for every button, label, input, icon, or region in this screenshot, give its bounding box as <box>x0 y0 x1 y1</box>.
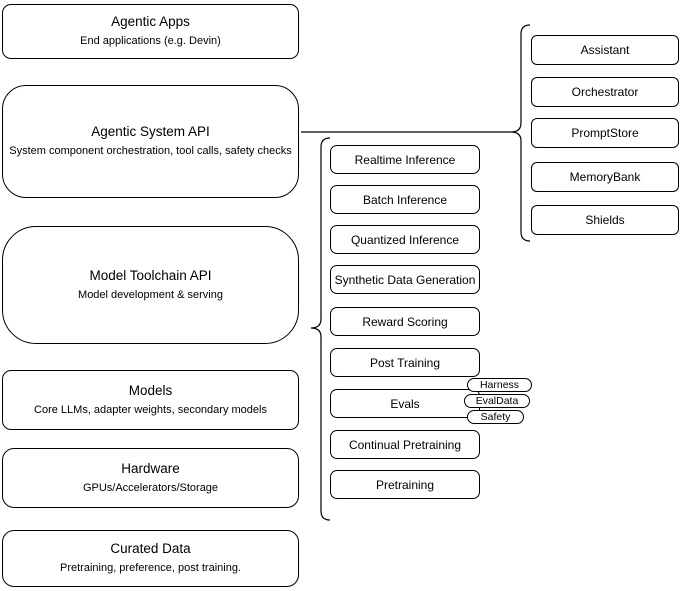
node-subtitle: Pretraining, preference, post training. <box>60 562 241 575</box>
node-continual-pretraining: Continual Pretraining <box>330 430 480 459</box>
node-memorybank: MemoryBank <box>531 162 679 192</box>
tag-evaldata: EvalData <box>464 394 530 408</box>
node-shields: Shields <box>531 205 679 235</box>
node-model-toolchain-api: Model Toolchain API Model development & … <box>2 226 299 344</box>
node-label: Synthetic Data Generation <box>334 272 476 287</box>
node-agentic-system-api: Agentic System API System component orch… <box>2 85 299 198</box>
node-title: Agentic Apps <box>111 14 190 30</box>
node-label: MemoryBank <box>569 170 641 184</box>
tag-label: EvalData <box>475 395 519 407</box>
node-batch-inference: Batch Inference <box>330 185 480 214</box>
node-orchestrator: Orchestrator <box>531 77 679 107</box>
node-pretraining: Pretraining <box>330 470 480 499</box>
node-assistant: Assistant <box>531 35 679 65</box>
node-title: Agentic System API <box>91 124 210 140</box>
node-models: Models Core LLMs, adapter weights, secon… <box>2 370 299 430</box>
node-label: Shields <box>585 213 625 227</box>
node-label: Pretraining <box>375 477 435 492</box>
node-subtitle: End applications (e.g. Devin) <box>80 35 221 48</box>
node-label: PromptStore <box>571 126 639 140</box>
tag-label: Harness <box>479 379 520 391</box>
node-curated-data: Curated Data Pretraining, preference, po… <box>2 530 299 587</box>
node-label: Realtime Inference <box>354 152 456 167</box>
tag-label: Safety <box>480 411 511 423</box>
node-title: Hardware <box>121 460 180 476</box>
node-post-training: Post Training <box>330 348 480 377</box>
node-synthetic-data-generation: Synthetic Data Generation <box>330 265 480 294</box>
tag-safety: Safety <box>467 410 524 424</box>
node-subtitle: System component orchestration, tool cal… <box>9 145 292 158</box>
node-title: Model Toolchain API <box>89 267 212 283</box>
node-reward-scoring: Reward Scoring <box>330 307 480 336</box>
node-label: Reward Scoring <box>362 314 448 329</box>
node-label: Evals <box>390 396 420 411</box>
node-promptstore: PromptStore <box>531 118 679 148</box>
node-title: Curated Data <box>110 541 191 557</box>
node-label: Continual Pretraining <box>348 437 462 452</box>
node-label: Orchestrator <box>571 85 639 99</box>
node-subtitle: GPUs/Accelerators/Storage <box>82 481 219 494</box>
node-label: Quantized Inference <box>350 232 460 247</box>
node-subtitle: Model development & serving <box>78 288 223 301</box>
node-label: Post Training <box>369 355 441 370</box>
node-title: Models <box>128 382 173 398</box>
toolchain-brace <box>310 137 331 521</box>
node-subtitle: Core LLMs, adapter weights, secondary mo… <box>34 403 267 416</box>
node-label: Batch Inference <box>362 192 448 207</box>
tag-harness: Harness <box>467 378 532 392</box>
node-hardware: Hardware GPUs/Accelerators/Storage <box>2 448 299 508</box>
system-components-brace <box>510 24 531 242</box>
node-label: Assistant <box>580 43 630 57</box>
node-quantized-inference: Quantized Inference <box>330 225 480 254</box>
node-evals: Evals <box>330 389 480 418</box>
node-agentic-apps: Agentic Apps End applications (e.g. Devi… <box>2 4 299 59</box>
node-realtime-inference: Realtime Inference <box>330 145 480 174</box>
